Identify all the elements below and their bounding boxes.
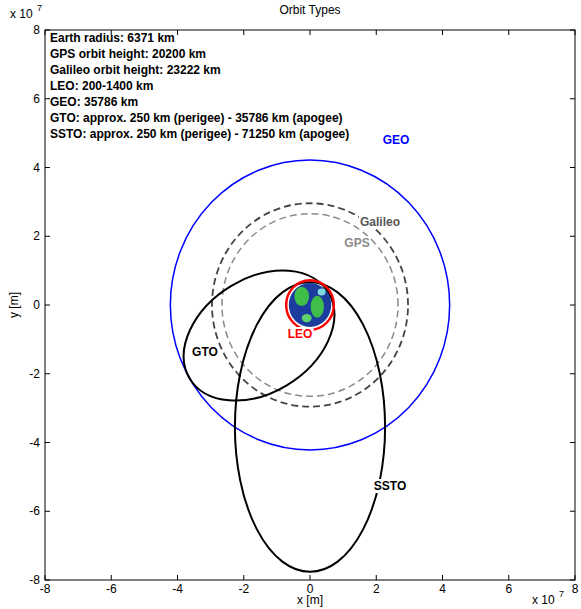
galileo-orbit <box>212 203 408 406</box>
axis-multiplier: x 10 <box>10 7 33 21</box>
orbit-label: Galileo <box>359 215 401 229</box>
tick-mark <box>45 98 50 99</box>
legend-note: Galileo orbit height: 23222 km <box>50 63 221 77</box>
ssto-orbit <box>235 282 385 572</box>
legend-note: Earth radius: 6371 km <box>50 31 175 45</box>
tick-mark <box>376 575 377 580</box>
tick-mark <box>45 575 46 580</box>
orbit-label: GPS <box>343 236 370 250</box>
tick-label: 4 <box>33 161 40 175</box>
tick-label: -4 <box>29 436 40 450</box>
tick-mark <box>177 30 178 35</box>
orbit-label: GTO <box>191 345 219 359</box>
tick-mark <box>570 580 575 581</box>
tick-label: 2 <box>33 229 40 243</box>
legend-note: LEO: 200-1400 km <box>50 79 153 93</box>
tick-mark <box>570 236 575 237</box>
tick-mark <box>570 98 575 99</box>
gps-orbit <box>222 214 398 397</box>
tick-mark <box>45 305 50 306</box>
tick-mark <box>45 30 46 35</box>
tick-label: -6 <box>29 504 40 518</box>
tick-label: 4 <box>439 582 446 596</box>
tick-mark <box>570 305 575 306</box>
tick-mark <box>570 373 575 374</box>
axis-ticks <box>45 30 575 580</box>
orbits <box>161 160 449 572</box>
plot-title: Orbit Types <box>279 3 340 17</box>
tick-label: -2 <box>238 582 249 596</box>
tick-mark <box>508 30 509 35</box>
tick-mark <box>243 30 244 35</box>
gto-orbit <box>161 244 356 427</box>
tick-mark <box>376 30 377 35</box>
tick-mark <box>310 30 311 35</box>
axis-exponent: 7 <box>37 3 42 13</box>
tick-label: -4 <box>172 582 183 596</box>
axis-title: y [m] <box>7 292 21 318</box>
legend-note: GTO: approx. 250 km (perigee) - 35786 km… <box>50 111 343 125</box>
legend-note: SSTO: approx. 250 km (perigee) - 71250 k… <box>50 127 349 141</box>
tick-label: 6 <box>505 582 512 596</box>
tick-mark <box>45 167 50 168</box>
tick-label: -6 <box>106 582 117 596</box>
tick-mark <box>111 575 112 580</box>
earth-land <box>302 314 312 322</box>
tick-label: 2 <box>373 582 380 596</box>
tick-mark <box>45 373 50 374</box>
axes-box <box>45 30 575 580</box>
axis-exponent: 7 <box>559 589 564 599</box>
leo-orbit <box>286 280 334 330</box>
tick-mark <box>243 575 244 580</box>
tick-label: 6 <box>33 92 40 106</box>
tick-label: -8 <box>29 573 40 587</box>
earth-land <box>294 287 309 306</box>
legend-note: GPS orbit height: 20200 km <box>50 47 206 61</box>
tick-mark <box>442 575 443 580</box>
tick-label: 8 <box>572 582 579 596</box>
tick-mark <box>45 30 50 31</box>
orbit-label: SSTO <box>373 479 407 493</box>
orbit-label: LEO <box>287 327 314 341</box>
tick-label: 0 <box>33 298 40 312</box>
axis-title: x [m] <box>297 593 323 607</box>
earth-ice <box>318 289 326 296</box>
tick-mark <box>575 575 576 580</box>
geo-orbit <box>170 160 449 450</box>
legend-note: GEO: 35786 km <box>50 95 138 109</box>
tick-mark <box>508 575 509 580</box>
earth-land <box>311 296 324 318</box>
tick-mark <box>177 575 178 580</box>
tick-label: 8 <box>33 23 40 37</box>
tick-label: -2 <box>29 367 40 381</box>
tick-mark <box>570 511 575 512</box>
tick-mark <box>570 30 575 31</box>
tick-mark <box>310 575 311 580</box>
tick-mark <box>570 442 575 443</box>
tick-mark <box>575 30 576 35</box>
orbit-label: GEO <box>382 133 411 147</box>
tick-mark <box>45 236 50 237</box>
tick-mark <box>45 580 50 581</box>
earth <box>289 283 331 327</box>
axis-multiplier: x 10 <box>532 593 555 607</box>
tick-label: -8 <box>40 582 51 596</box>
tick-mark <box>45 442 50 443</box>
tick-mark <box>45 511 50 512</box>
tick-mark <box>570 167 575 168</box>
tick-mark <box>442 30 443 35</box>
